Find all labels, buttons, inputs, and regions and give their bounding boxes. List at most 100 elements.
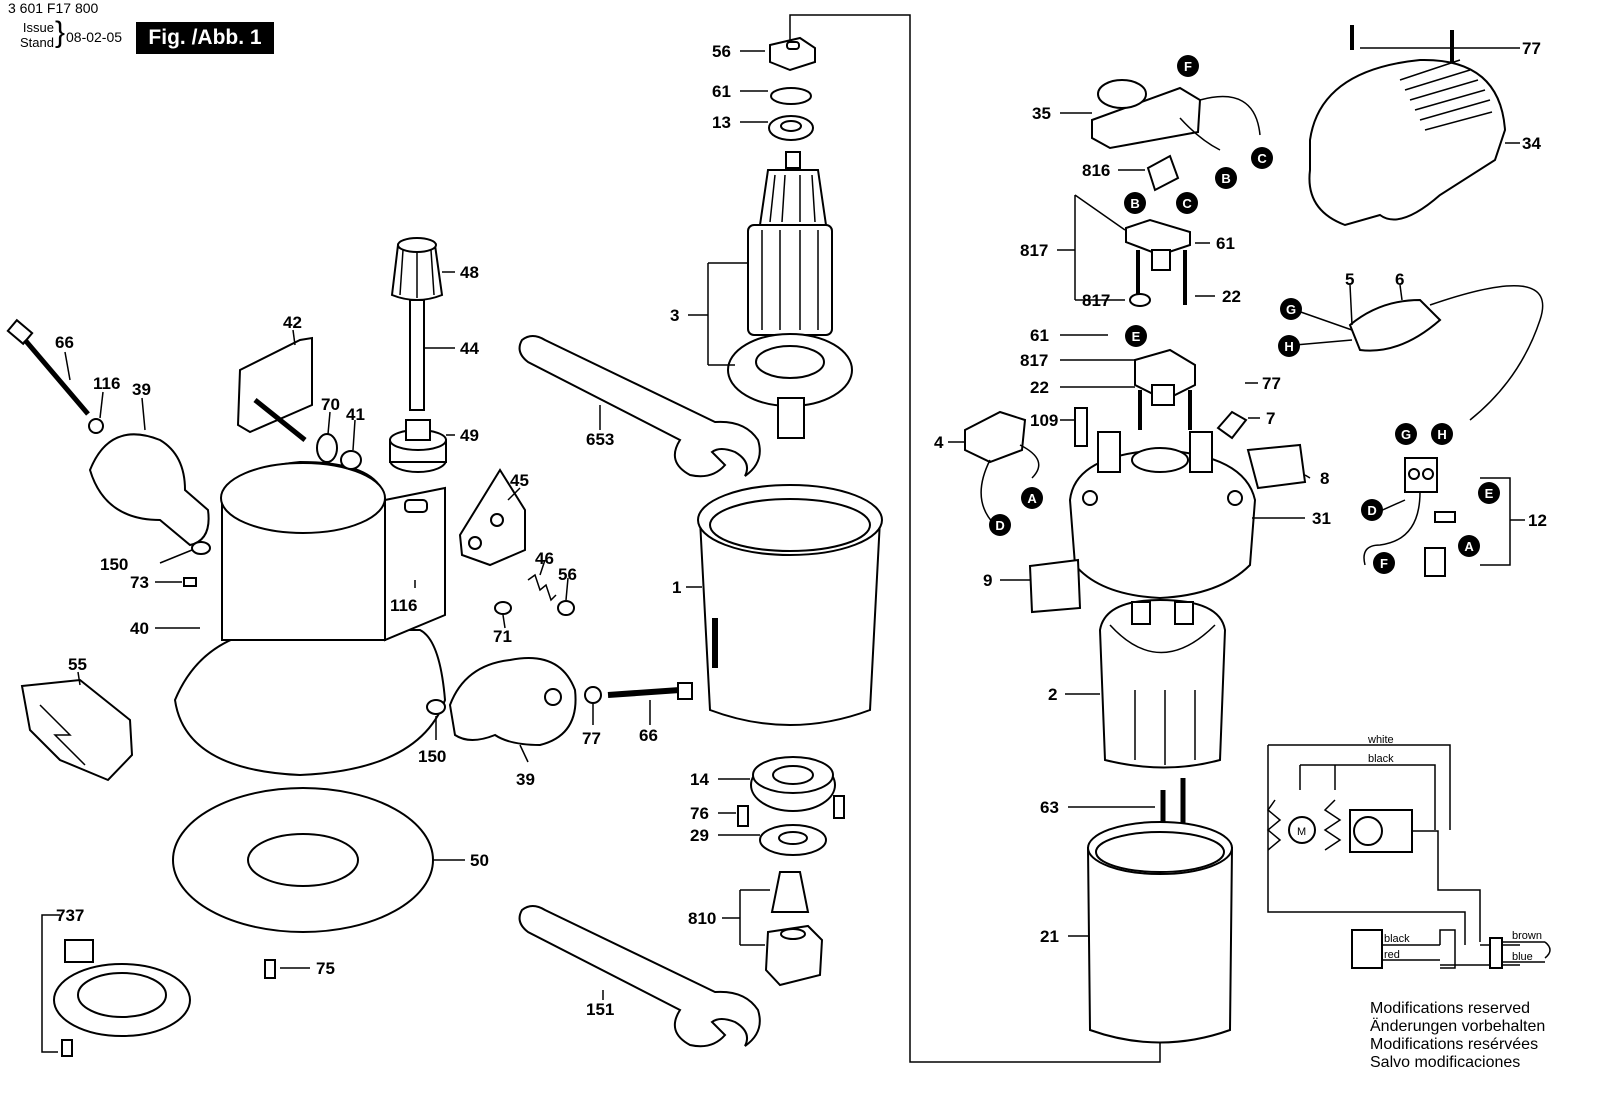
part-drawing-116-lower (426, 699, 446, 715)
part-drawing-14 (750, 756, 836, 812)
part-label-63-upper: 66 (55, 333, 74, 352)
callout-letter: H (1437, 427, 1446, 442)
notice-es: Salvo modificaciones (1370, 1054, 1521, 1071)
part-drawing-150 (518, 905, 761, 1048)
part-label-1: 1 (672, 578, 681, 597)
part-label-653: 737 (56, 906, 84, 925)
part-drawing-56 (557, 600, 575, 616)
part-label-62: 63 (1040, 798, 1059, 817)
part-label-48: 48 (460, 263, 479, 282)
part-drawing-45 (458, 468, 526, 567)
part-label-39-lower: 39 (516, 770, 535, 789)
part-drawing-74 (737, 795, 845, 827)
part-label-76-lower: 77 (582, 729, 601, 748)
part-drawing-76-lower (584, 686, 602, 704)
part-label-66: 70 (321, 395, 340, 414)
part-label-63-lower: 66 (639, 726, 658, 745)
part-drawing-12 (1363, 457, 1456, 577)
part-label-49: 49 (460, 426, 479, 445)
callout-badge-e: E (1125, 325, 1147, 347)
callout-letter: E (1485, 486, 1494, 501)
part-label-75-upper: 77 (1522, 39, 1541, 58)
part-drawing-653 (53, 939, 191, 1057)
callout-letter: C (1257, 151, 1267, 166)
wire-label-black: black (1368, 753, 1394, 765)
part-drawing-35 (1091, 79, 1261, 151)
part-drawing-3 (727, 151, 853, 439)
callout-letter: E (1132, 329, 1141, 344)
motor-symbol: M (1297, 826, 1306, 838)
part-label-116-upper: 150 (100, 555, 128, 574)
callout-badge-c: C (1251, 147, 1273, 169)
part-label-55: 55 (68, 655, 87, 674)
part-label-737: 810 (688, 909, 716, 928)
part-drawing-816-lower (1134, 348, 1196, 430)
part-label-61-upper: 61 (1216, 234, 1235, 253)
part-drawing-40 (173, 460, 447, 777)
part-drawing-151 (518, 335, 761, 478)
part-label-810: 816 (1082, 161, 1110, 180)
callout-badge-d: D (1361, 499, 1383, 521)
part-label-21: 21 (1040, 927, 1059, 946)
callout-letter: G (1401, 427, 1411, 442)
callout-badge-h: H (1431, 423, 1453, 445)
callout-letter: H (1284, 339, 1293, 354)
callout-letter: A (1027, 491, 1037, 506)
part-drawing-76-upper (88, 418, 104, 434)
part-label-75-lower: 77 (1262, 374, 1281, 393)
wire-label-white: white (1367, 734, 1394, 746)
part-drawing-737 (764, 871, 824, 987)
part-drawing-7 (1216, 410, 1248, 440)
part-drawing-48 (390, 237, 444, 301)
callout-letter: F (1184, 59, 1192, 74)
part-label-7: 7 (1266, 409, 1275, 428)
callout-badge-e: E (1478, 482, 1500, 504)
part-label-22-lower: 22 (1030, 378, 1049, 397)
part-drawing-63-upper (6, 318, 90, 416)
issue-label-de: Stand (20, 35, 54, 50)
callout-letter: C (1182, 196, 1192, 211)
part-drawing-46 (527, 573, 557, 602)
callout-letter: B (1130, 196, 1139, 211)
part-drawing-1 (697, 484, 883, 726)
callout-letter: F (1380, 556, 1388, 571)
leader-lines (41, 47, 1525, 1053)
part-drawing-39-upper (88, 433, 210, 547)
wire-label-black-switch: black (1384, 933, 1410, 945)
assembly-connector-line (789, 14, 1161, 1063)
part-label-42: 42 (283, 313, 302, 332)
part-drawing-810 (1146, 154, 1180, 192)
part-label-56: 56 (558, 565, 577, 584)
part-label-29: 29 (690, 826, 709, 845)
part-label-35: 35 (1032, 104, 1051, 123)
part-drawing-71 (183, 577, 197, 587)
part-label-45: 45 (510, 471, 529, 490)
part-label-4: 4 (934, 433, 944, 452)
part-label-8: 8 (1320, 469, 1329, 488)
part-label-151: 653 (586, 430, 614, 449)
callout-letter: A (1464, 539, 1474, 554)
part-label-3: 3 (670, 306, 679, 325)
part-label-150: 151 (586, 1000, 614, 1019)
callout-badge-f: F (1177, 55, 1199, 77)
part-label-33: 61 (712, 82, 731, 101)
part-drawing-29 (759, 824, 827, 856)
part-label-5: 5 (1345, 270, 1354, 289)
part-label-817: 817 (1082, 291, 1110, 310)
part-drawing-41 (340, 450, 362, 470)
part-drawing-8 (1246, 443, 1307, 490)
notice-en: Modifications reserved (1370, 1000, 1531, 1017)
part-label-14: 14 (690, 770, 709, 789)
modifications-notice: Modifications reserved Änderungen vorbeh… (1370, 1000, 1545, 1072)
callout-badge-c: C (1176, 192, 1198, 214)
part-label-61-lower: 61 (1030, 326, 1049, 345)
part-drawing-73 (264, 959, 276, 979)
part-drawing-70 (494, 601, 512, 615)
part-drawing-77 (1074, 407, 1088, 447)
part-label-2: 2 (1048, 685, 1057, 704)
part-label-6: 6 (1395, 270, 1404, 289)
part-drawing-50 (172, 787, 434, 933)
callout-badge-d: D (989, 514, 1011, 536)
part-drawing-44 (409, 299, 425, 411)
